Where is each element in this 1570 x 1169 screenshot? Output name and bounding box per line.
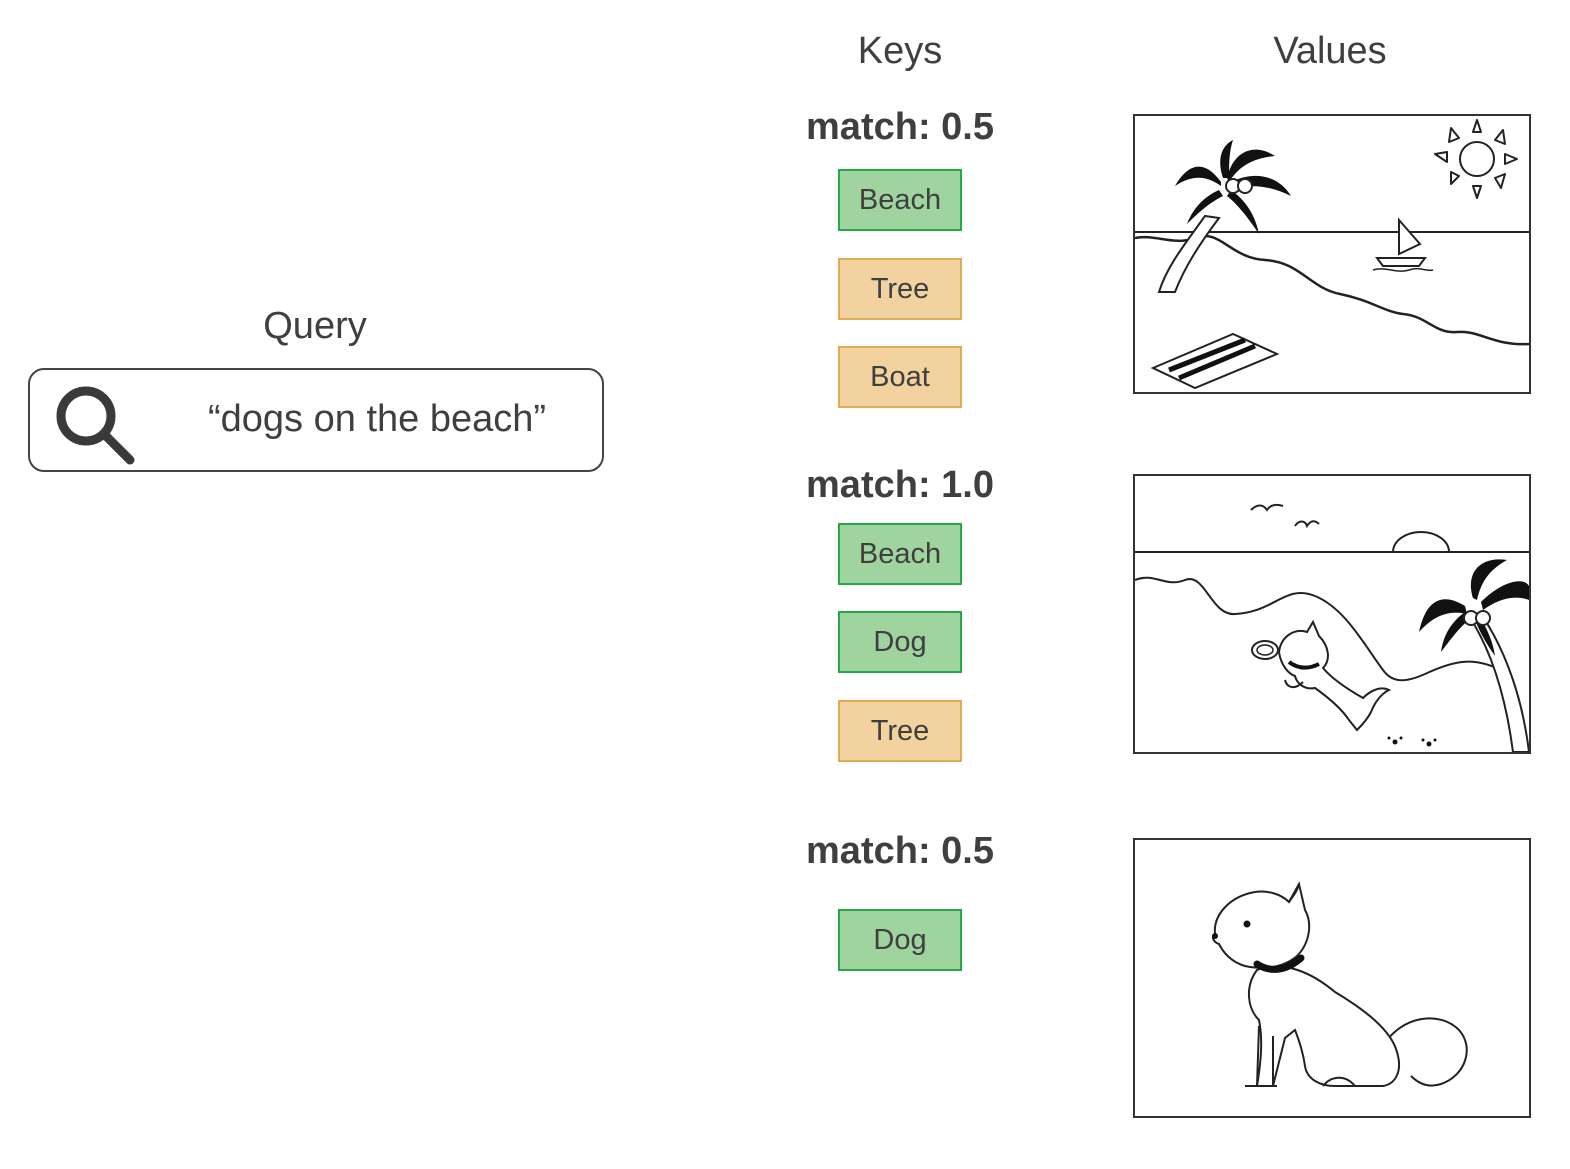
search-query-text: “dogs on the beach” [208, 398, 547, 440]
keys-title: Keys [857, 30, 943, 72]
key-tag-beach: Beach [838, 523, 962, 585]
key-tag-boat: Boat [838, 346, 962, 408]
match-score-2: match: 1.0 [806, 464, 994, 506]
query-title: Query [263, 305, 367, 347]
key-tag-dog: Dog [838, 909, 962, 971]
search-icon [56, 386, 135, 465]
search-input[interactable]: “dogs on the beach” [28, 368, 604, 472]
match-score-3: match: 0.5 [806, 830, 994, 872]
key-tag-tree: Tree [838, 258, 962, 320]
key-tag-dog: Dog [838, 611, 962, 673]
match-score-1: match: 0.5 [806, 106, 994, 148]
value-image-sitting-dog [1133, 838, 1531, 1118]
key-tag-tree: Tree [838, 700, 962, 762]
key-tag-beach: Beach [838, 169, 962, 231]
value-image-beach-boat [1133, 114, 1531, 394]
values-title: Values [1273, 30, 1387, 72]
value-image-beach-dog [1133, 474, 1531, 754]
